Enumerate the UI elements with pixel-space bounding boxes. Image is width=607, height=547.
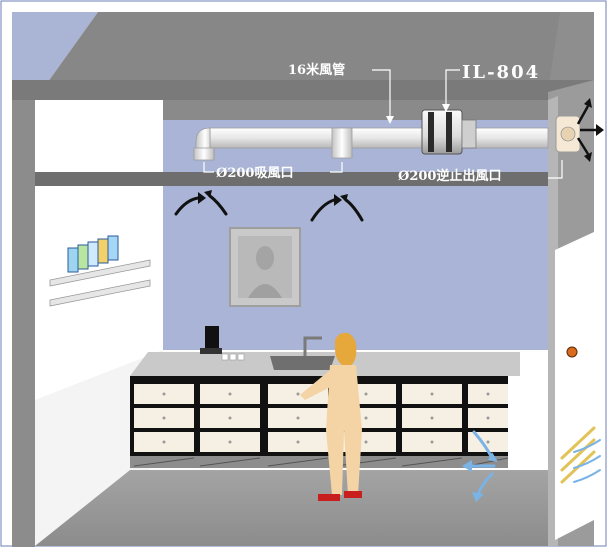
duct-label-text: 16米風管: [288, 62, 345, 78]
ceiling-beam: [12, 80, 594, 100]
painting: [230, 228, 300, 306]
sink: [270, 356, 335, 370]
door-knob: [567, 347, 577, 357]
lower-beam: [12, 172, 594, 186]
fan-model-text: IL-804: [462, 62, 540, 83]
right-door-panel: [555, 232, 594, 540]
left-wall-upper: [35, 100, 163, 172]
intake-label-text: Ø200吸風口: [216, 166, 293, 181]
wall-vent-outlet-icon: [556, 116, 580, 152]
outlet-label-text: Ø200逆止出風口: [398, 168, 501, 184]
left-column: [12, 100, 35, 547]
